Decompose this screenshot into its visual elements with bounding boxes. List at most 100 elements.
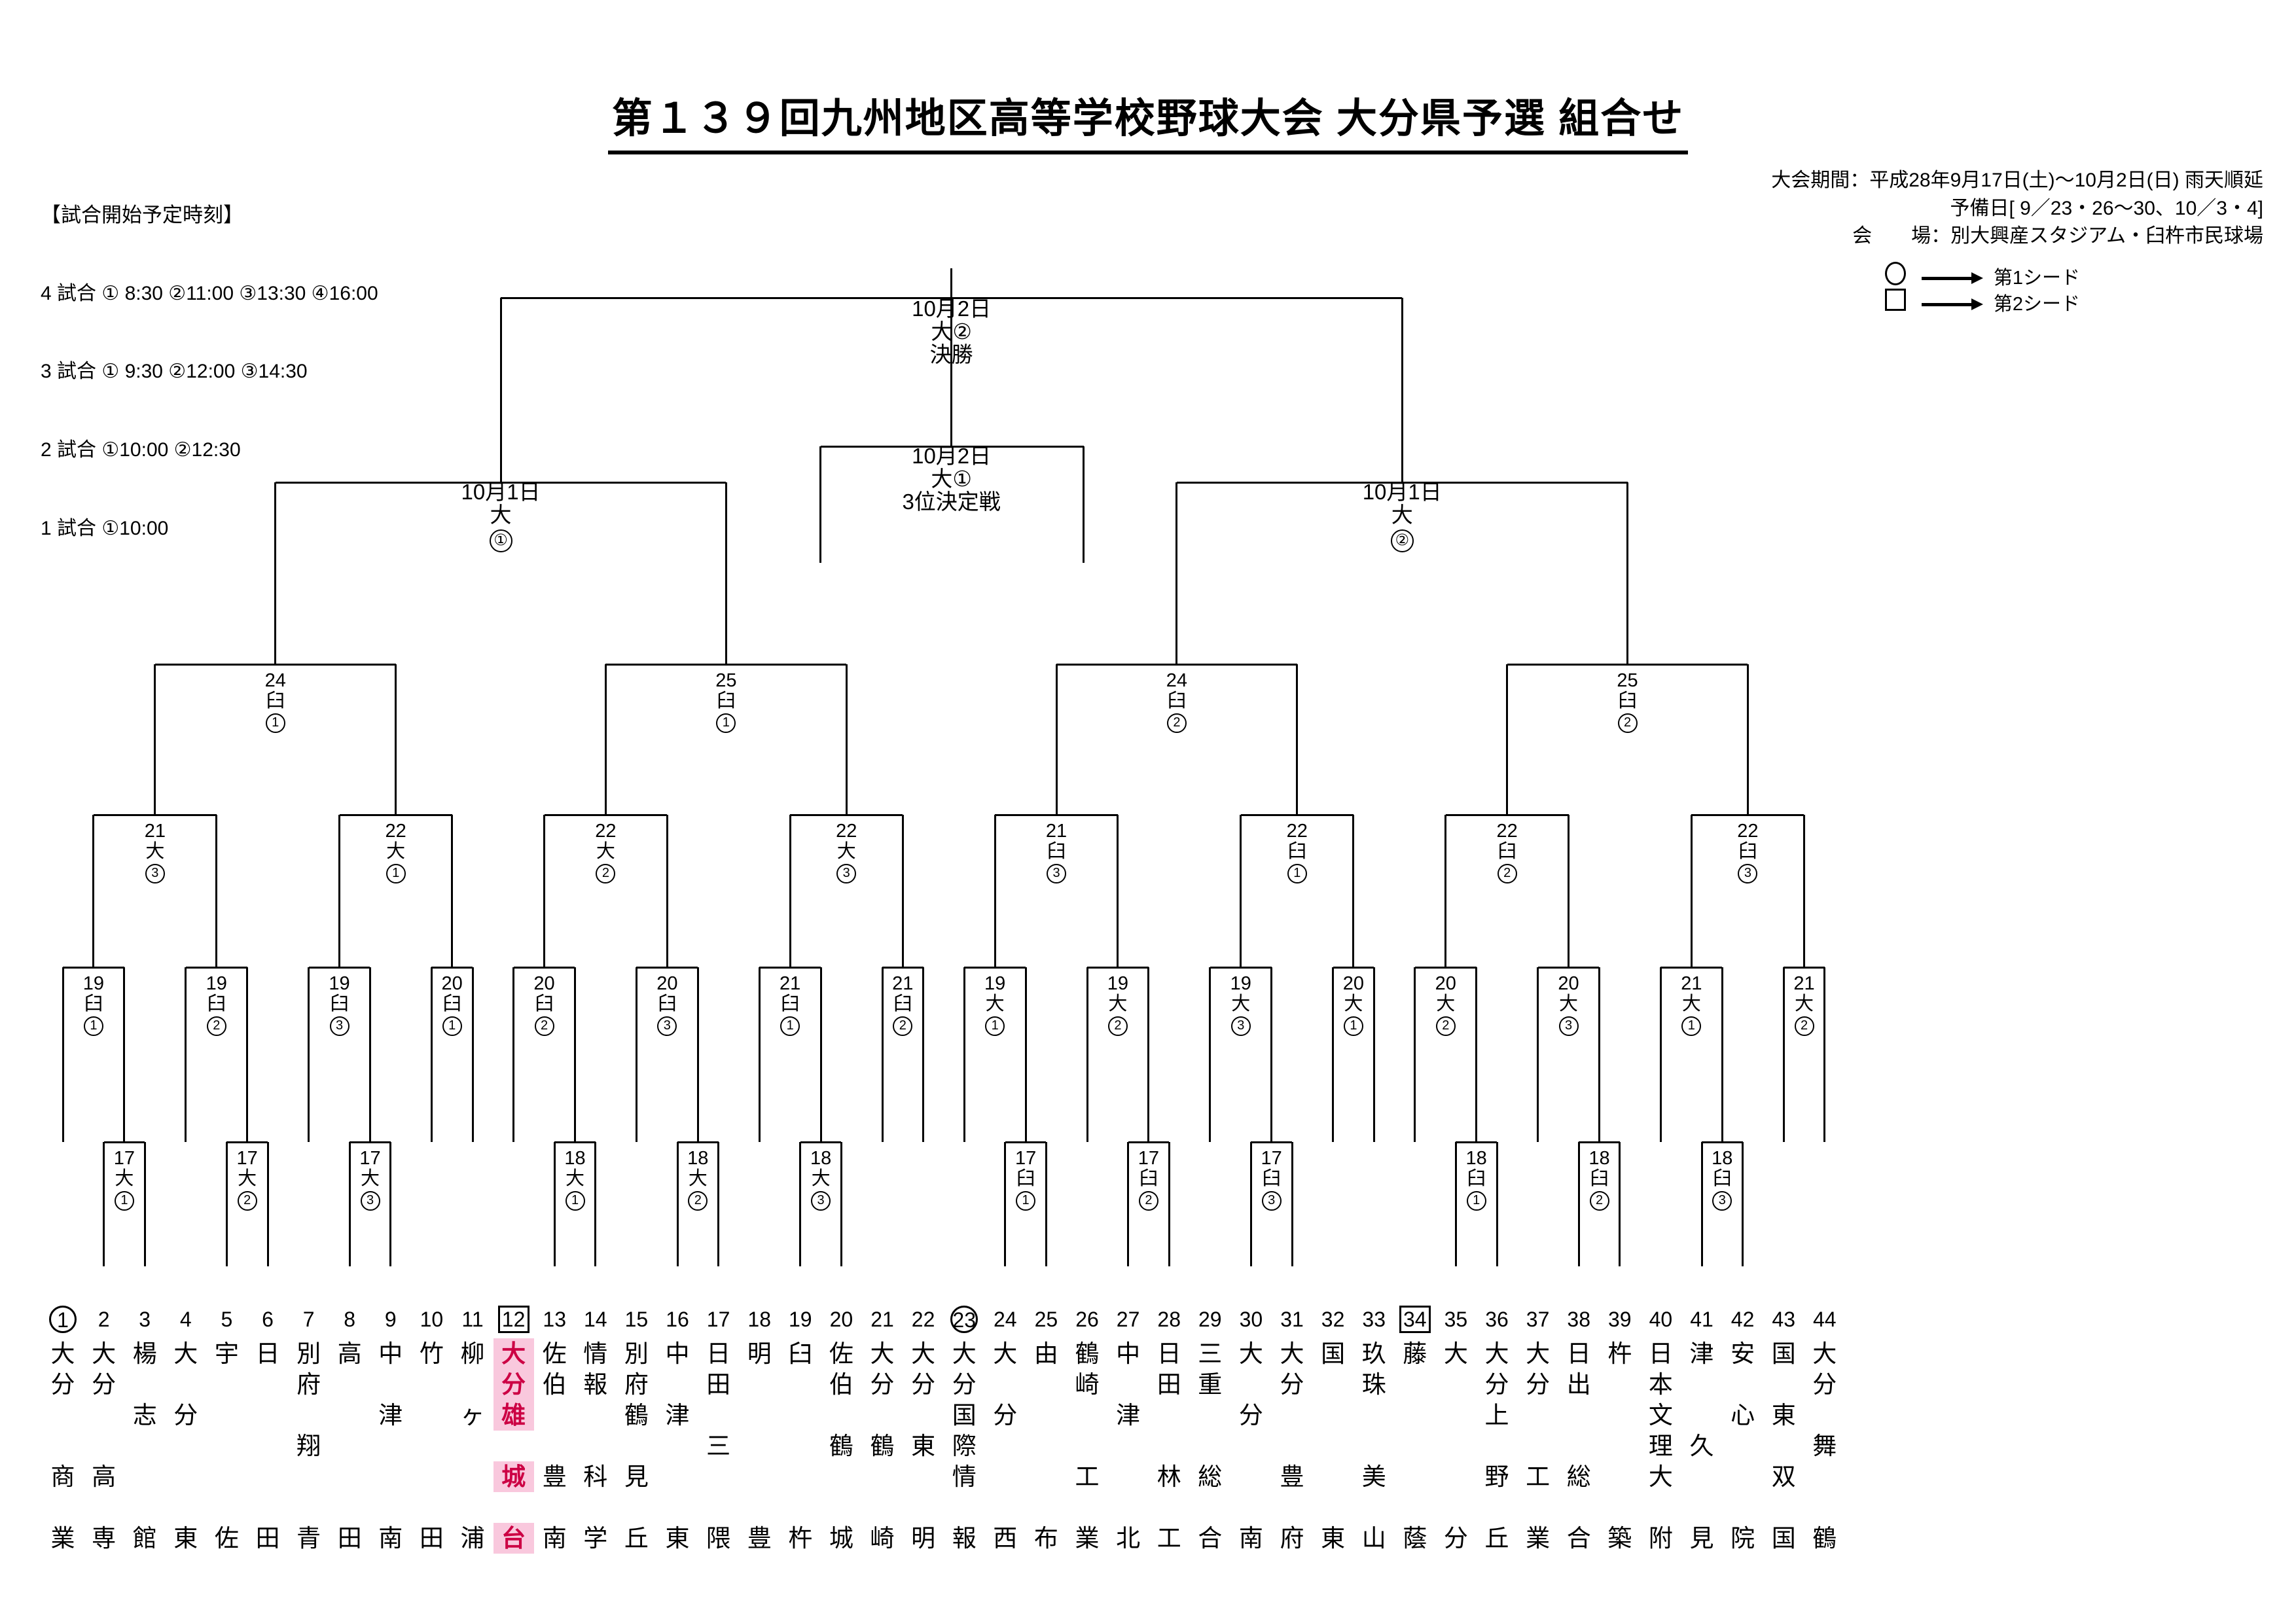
team-entry-28[interactable]: 28 日田 林 工: [1149, 1306, 1189, 1554]
start-times-row: 2 試合 ①10:00 ②12:30: [41, 439, 241, 461]
match-venue: 臼: [657, 993, 677, 1014]
match-venue: 臼: [780, 993, 800, 1014]
match-game: 3: [1683, 1188, 1761, 1211]
match-game: 3: [1017, 861, 1096, 884]
match-day: 22: [595, 821, 617, 842]
bracket-connector-horizontal: [1702, 1141, 1743, 1143]
match-game: 2: [1138, 711, 1216, 734]
bracket-connector-vertical: [994, 815, 996, 967]
match-day: 19: [329, 973, 350, 994]
bracket-connector-horizontal: [554, 1141, 596, 1143]
reserve-dates: 予備日[ 9／23・26～30、10／3・4]: [1950, 197, 2263, 219]
match-day: 17: [359, 1148, 381, 1169]
match-venue: 大: [386, 840, 406, 862]
bracket-connector-vertical: [1659, 967, 1662, 1142]
team-number: 16: [666, 1308, 689, 1331]
bracket-connector-vertical: [338, 815, 341, 967]
bracket-connector-vertical: [1414, 967, 1416, 1142]
bracket-connector-horizontal: [964, 966, 1026, 969]
team-name: 柳 ヶ 浦: [460, 1340, 485, 1552]
match-node-semifinal-1: 10月1日 大 ①: [429, 480, 573, 552]
team-number: 28: [1157, 1308, 1181, 1331]
match-game: 3: [781, 1188, 860, 1211]
match-game: 1: [687, 711, 765, 734]
team-name: 日田 林 工: [1157, 1340, 1181, 1552]
bracket-connector-vertical: [1823, 967, 1826, 1142]
match-game: 3: [116, 861, 194, 884]
match-name: 決勝: [929, 342, 973, 366]
team-number: 31: [1280, 1308, 1304, 1331]
bracket-connector-vertical: [143, 1142, 146, 1266]
bracket-connector-vertical: [950, 268, 953, 298]
match-day: 20: [1558, 973, 1579, 994]
start-times-block: 【試合開始予定時刻】 4 試合 ① 8:30 ②11:00 ③13:30 ④16…: [41, 149, 378, 594]
team-name: 大分国際情 報: [952, 1340, 977, 1552]
team-number: 29: [1198, 1308, 1222, 1331]
bracket-connector-vertical: [1240, 815, 1242, 967]
bracket-connector-vertical: [274, 482, 277, 664]
bracket-connector-horizontal: [1414, 966, 1477, 969]
bracket-connector-horizontal: [431, 966, 473, 969]
match-venue: 大: [1344, 993, 1363, 1014]
bracket-connector-vertical: [696, 967, 699, 1142]
match-venue: 大: [688, 1168, 708, 1189]
bracket-connector-horizontal: [103, 1141, 145, 1143]
match-day: 22: [385, 821, 406, 842]
match-day: 22: [836, 821, 857, 842]
team-name: 杵 築: [1607, 1340, 1632, 1552]
start-times-row: 1 試合 ①10:00: [41, 517, 169, 539]
bracket-connector-horizontal: [513, 966, 575, 969]
tournament-period: 大会期間：平成28年9月17日(土)～10月2日(日) 雨天順延: [1771, 169, 2263, 191]
match-game: 3: [1232, 1188, 1311, 1211]
